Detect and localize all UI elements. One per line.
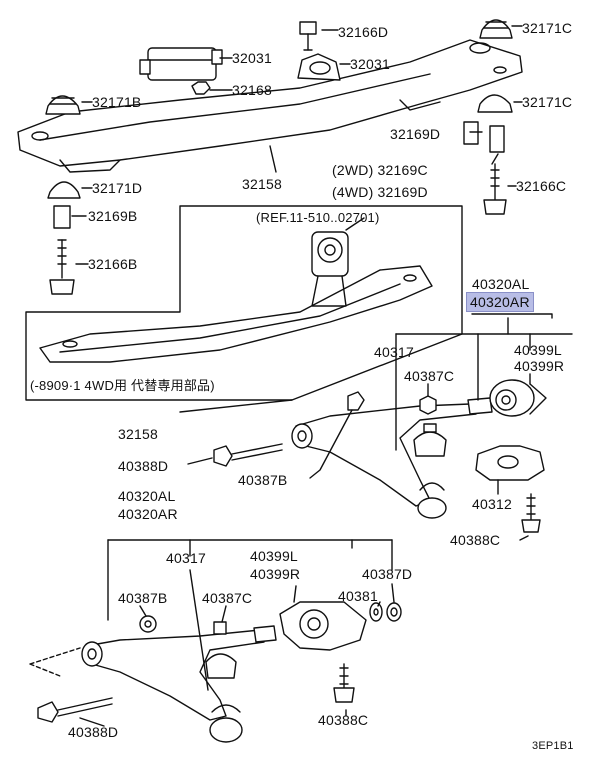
part-label-32031[interactable]: 32031 [350, 56, 390, 72]
part-label-40388D[interactable]: 40388D [118, 458, 169, 474]
part-label-40320AR[interactable]: 40320AR [118, 506, 178, 522]
mount-32031-right [297, 53, 341, 81]
part-label-40387C[interactable]: 40387C [404, 368, 455, 384]
part-label-40320AL[interactable]: 40320AL [472, 276, 530, 292]
part-label-32166D[interactable]: 32166D [338, 24, 389, 40]
ball-joint-right-lower [417, 482, 447, 519]
part-label-40312[interactable]: 40312 [472, 496, 512, 512]
ball-joint-left-lower [209, 704, 243, 743]
part-label-40387B[interactable]: 40387B [118, 590, 168, 606]
inset-frame [25, 205, 463, 401]
spacer-32169D [463, 121, 479, 145]
lower-arm-left [81, 625, 277, 721]
bolt-32166D [299, 21, 317, 51]
washer-40387B-right [347, 391, 365, 411]
mount-32031-left [139, 47, 223, 81]
part-label-40320AR-highlighted[interactable]: 40320AR [466, 292, 534, 312]
part-label-32171D[interactable]: 32171D [92, 180, 143, 196]
part-label-32169B[interactable]: 32169B [88, 208, 138, 224]
part-label-40399L[interactable]: 40399L [250, 548, 298, 564]
crossmember-inset [39, 265, 433, 363]
spacer-32169B [53, 205, 71, 229]
ball-joint-left-upper [205, 621, 237, 679]
part-label-40388C[interactable]: 40388C [318, 712, 369, 728]
part-label-40381[interactable]: 40381 [338, 588, 378, 604]
washer-40381 [369, 602, 383, 622]
part-label-40388C[interactable]: 40388C [450, 532, 501, 548]
part-label-40399R[interactable]: 40399R [514, 358, 565, 374]
part-label-32169C[interactable]: (2WD) 32169C [332, 162, 428, 178]
nut-40387D [386, 602, 402, 622]
crossmember-top [17, 39, 523, 173]
bolt-40388C-bottom [333, 663, 355, 703]
bushing-32171B [45, 95, 81, 115]
part-label-32171B[interactable]: 32171B [92, 94, 142, 110]
part-label-32158[interactable]: 32158 [118, 426, 158, 442]
part-label-32031[interactable]: 32031 [232, 50, 272, 66]
diagram-code: 3EP1B1 [532, 740, 574, 752]
part-label-32168[interactable]: 32168 [232, 82, 272, 98]
spacer-32169C [489, 125, 505, 153]
part-label-40388D[interactable]: 40388D [68, 724, 119, 740]
washer-40387B-left [139, 615, 157, 633]
bolt-32166C [483, 163, 507, 215]
nut-32168 [191, 81, 211, 95]
bushing-40399-right [489, 379, 547, 417]
part-label-40387B[interactable]: 40387B [238, 472, 288, 488]
part-label-40317[interactable]: 40317 [166, 550, 206, 566]
part-label-40387D[interactable]: 40387D [362, 566, 413, 582]
bolt-40388C-right [521, 493, 541, 533]
part-label-32158[interactable]: 32158 [242, 176, 282, 192]
part-label-32169D[interactable]: (4WD) 32169D [332, 184, 428, 200]
lower-arm-right [291, 397, 493, 507]
part-label-32166B[interactable]: 32166B [88, 256, 138, 272]
part-label-32171C[interactable]: 32171C [522, 94, 573, 110]
part-label-40399L[interactable]: 40399L [514, 342, 562, 358]
reference-note: (REF.11-510..02701) [256, 210, 380, 225]
bracket-40312 [475, 445, 545, 481]
bushing-32171C-mid [477, 94, 513, 113]
part-label-40320AL[interactable]: 40320AL [118, 488, 176, 504]
bolt-40388D-bottom [37, 697, 113, 723]
part-label-32169D[interactable]: 32169D [390, 126, 441, 142]
part-label-32171C[interactable]: 32171C [522, 20, 573, 36]
part-label-40387C[interactable]: 40387C [202, 590, 253, 606]
bushing-40399-left [279, 601, 367, 651]
bolt-40388D-mid [213, 443, 283, 467]
part-label-40399R[interactable]: 40399R [250, 566, 301, 582]
bushing-32171C-top [479, 19, 513, 39]
part-label-40317[interactable]: 40317 [374, 344, 414, 360]
ball-joint-right-upper [413, 423, 447, 457]
nut-40387C-right [419, 395, 437, 415]
inset-note: (-8909·1 4WD用 代替専用部品) [30, 378, 215, 393]
inset-mount [311, 231, 349, 307]
bolt-32166B [49, 239, 75, 295]
part-label-32166C[interactable]: 32166C [516, 178, 567, 194]
bushing-32171D [47, 181, 81, 199]
